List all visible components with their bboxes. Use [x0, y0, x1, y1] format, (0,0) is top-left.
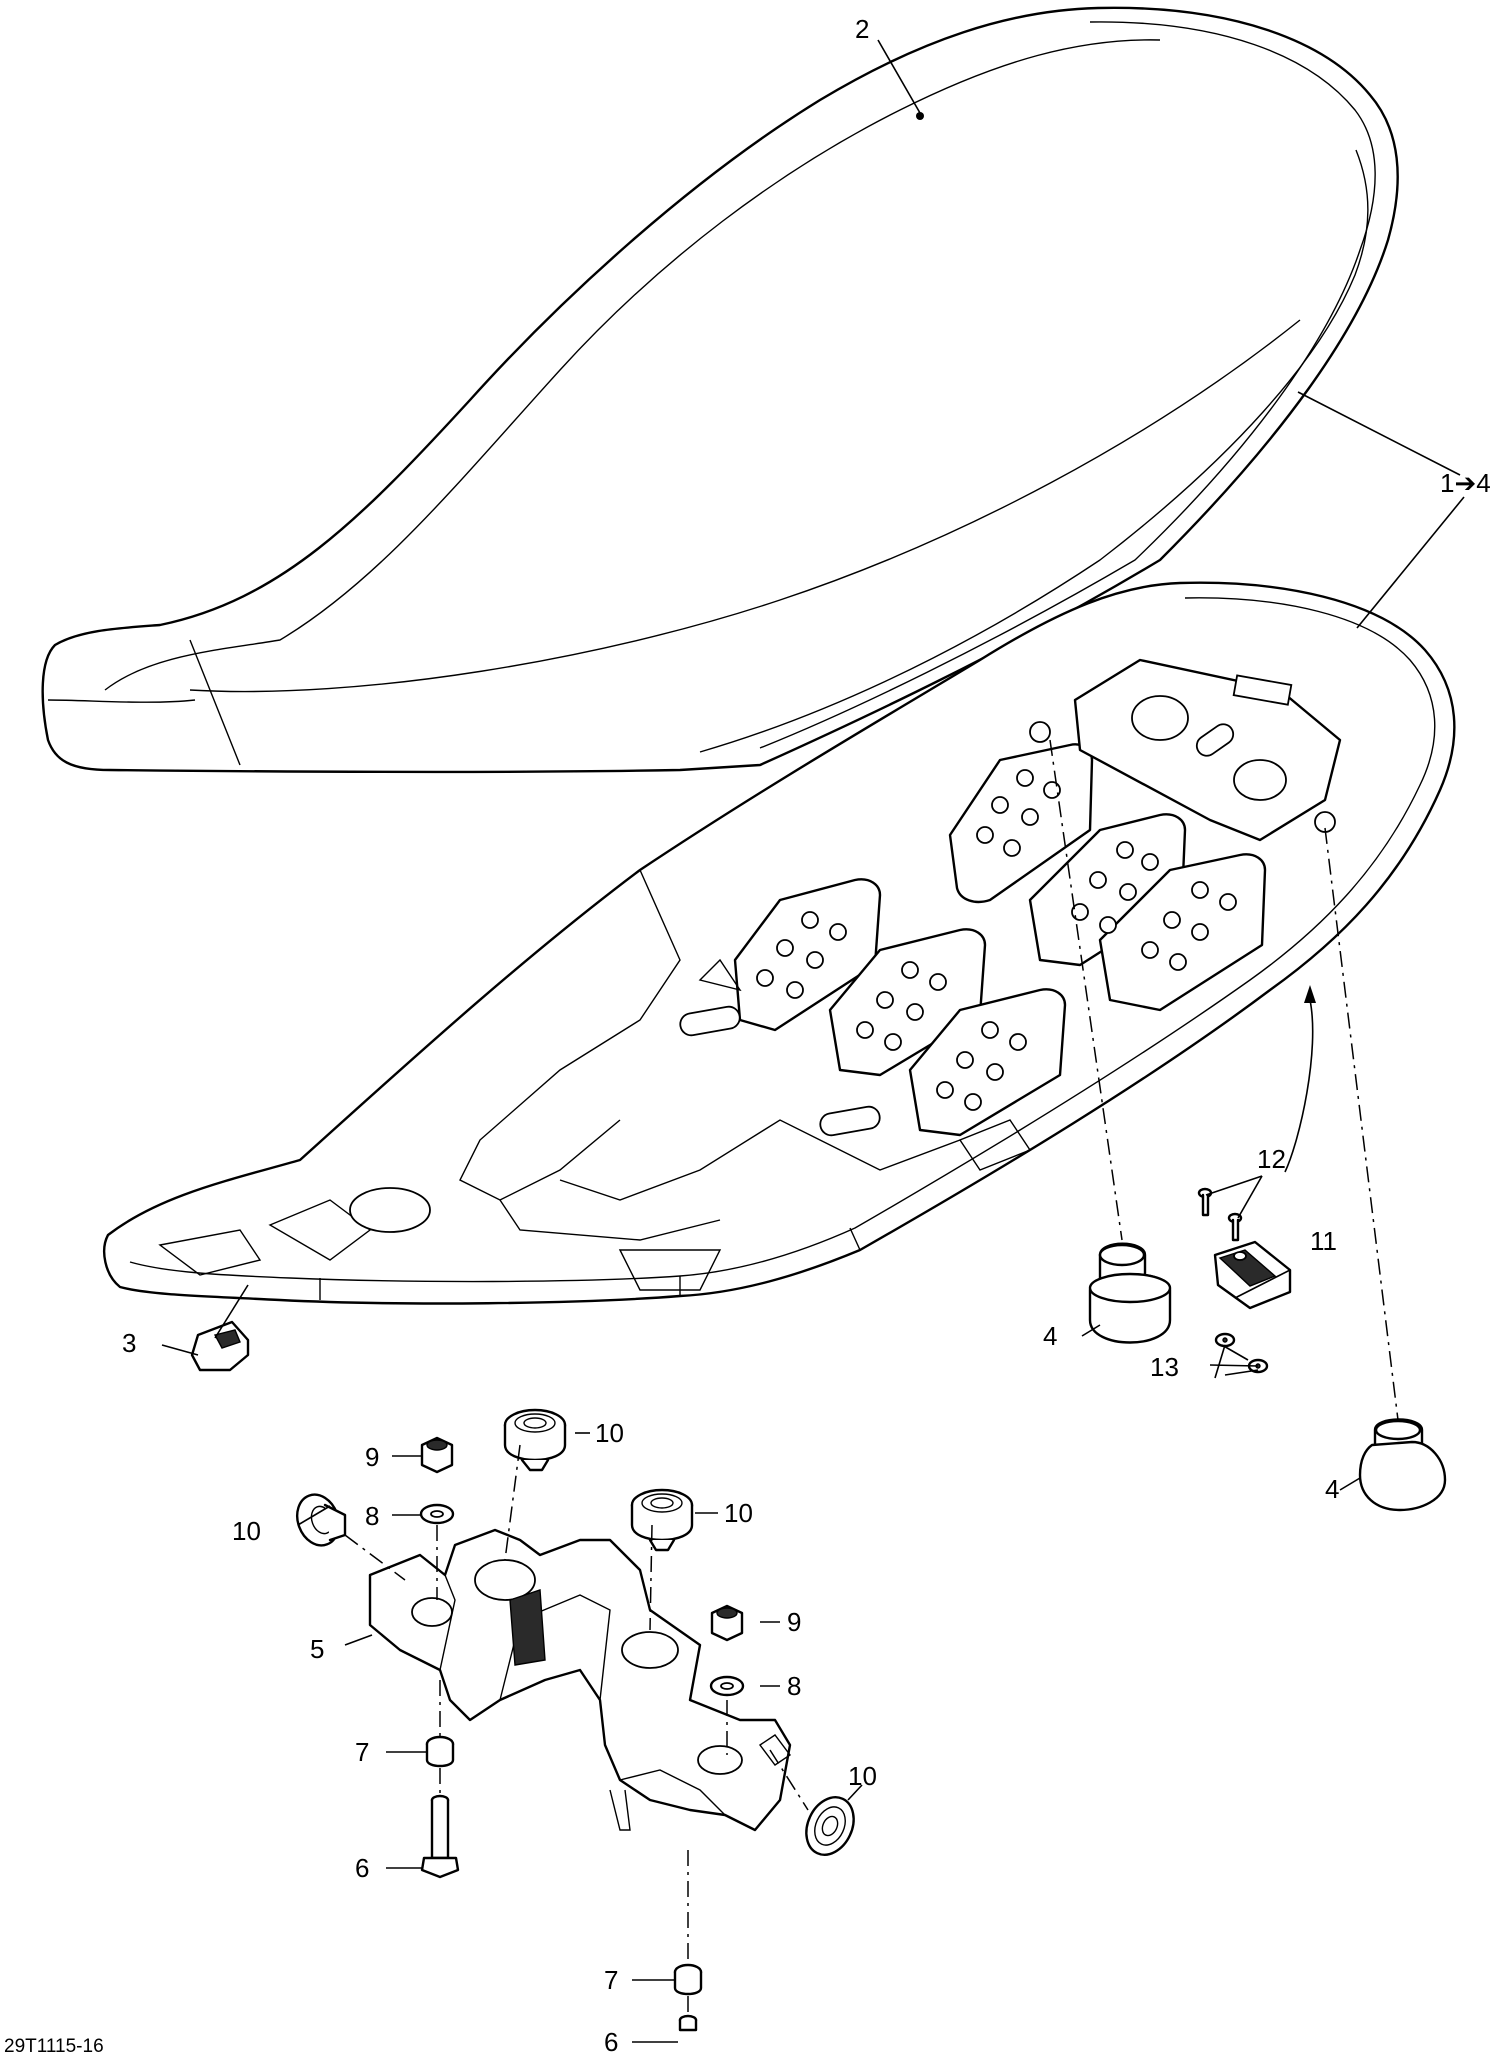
callout-seat-cover: 2 — [855, 14, 869, 44]
nut-right — [710, 1604, 744, 1642]
bumper-4-rear — [1358, 1418, 1447, 1512]
callout-screw-right: 6 — [604, 2027, 618, 2057]
seat-pads — [733, 743, 1267, 1137]
rivets — [1197, 1187, 1243, 1242]
screw-left — [420, 1794, 460, 1879]
callout-grommet-top: 10 — [595, 1418, 624, 1448]
pad-holes — [756, 769, 1237, 1111]
callout-latch-plate: 11 — [1310, 1226, 1337, 1256]
callout-washer-left: 8 — [365, 1501, 379, 1531]
callout-spacer-right: 7 — [604, 1965, 618, 1995]
callout-bracket: 5 — [310, 1634, 324, 1664]
callout-nut-right: 9 — [787, 1607, 801, 1637]
leader-lines — [161, 39, 1465, 2043]
seat-cover — [41, 6, 1399, 774]
grommet-top — [503, 1408, 567, 1472]
seat-bracket — [368, 1528, 792, 1832]
callout-washer-pair: 13 — [1150, 1352, 1179, 1382]
callout-spacer-left: 7 — [355, 1737, 369, 1767]
callout-grommet-mid: 10 — [724, 1498, 753, 1528]
callout-grommet-left: 10 — [232, 1516, 261, 1546]
callout-nut-left: 9 — [365, 1442, 379, 1472]
callout-bumper-mid: 4 — [1043, 1321, 1057, 1351]
callout-bumper-front: 3 — [122, 1328, 136, 1358]
washer-left — [419, 1503, 455, 1525]
assembly-lines — [344, 739, 1399, 2016]
grommet-mid — [630, 1488, 694, 1552]
drawing-code: 29T1115-16 — [4, 2036, 104, 2057]
callout-bumper-rear: 4 — [1325, 1474, 1339, 1504]
callout-rivet-pair: 12 — [1257, 1144, 1286, 1174]
bumper-3 — [190, 1320, 250, 1372]
callout-seat-assembly: 1➔4 — [1440, 468, 1491, 498]
callout-grommet-low: 10 — [848, 1761, 877, 1791]
grommet-left — [296, 1493, 347, 1547]
washer-right — [709, 1675, 745, 1697]
seat-base — [103, 581, 1456, 1305]
latch-plate — [1213, 1240, 1292, 1310]
callout-washer-right: 8 — [787, 1671, 801, 1701]
nut-left — [420, 1436, 454, 1474]
bumper-4-mid — [1088, 1242, 1172, 1344]
spacer-left — [425, 1735, 455, 1768]
spacer-right — [673, 1963, 703, 1996]
callouts: 2 1➔4 3 4 4 11 12 13 10 9 8 10 10 5 9 8 … — [122, 14, 1491, 2057]
grommet-low — [805, 1796, 855, 1856]
callout-screw-left: 6 — [355, 1853, 369, 1883]
screw-right — [678, 2014, 698, 2032]
